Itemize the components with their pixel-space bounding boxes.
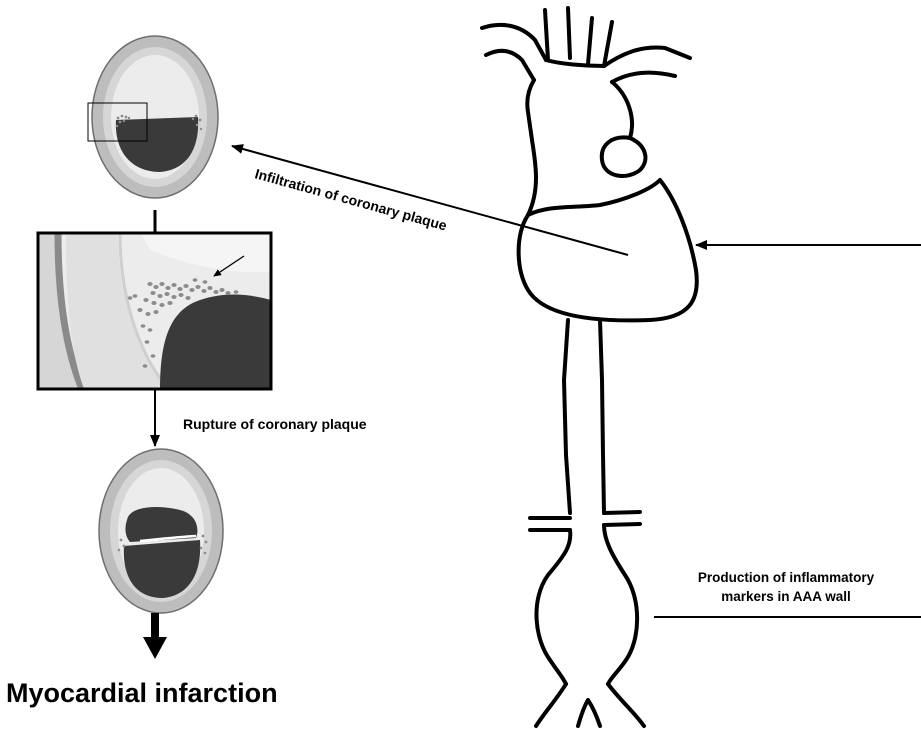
infiltration-label: Infiltration of coronary plaque xyxy=(253,165,449,233)
coronary-cross-section-ruptured xyxy=(99,449,223,613)
coronary-cross-section-top xyxy=(88,36,218,198)
rupture-label: Rupture of coronary plaque xyxy=(183,416,367,432)
aorta-outline xyxy=(482,8,697,726)
plaque-zoom-inset xyxy=(38,233,271,389)
outcome-arrow xyxy=(143,613,167,659)
production-label-line1: Production of inflammatory xyxy=(698,570,875,585)
infiltration-arrow xyxy=(232,146,628,255)
production-label-line2: markers in AAA wall xyxy=(721,589,851,604)
myocardial-infarction-label: Myocardial infarction xyxy=(6,678,278,708)
